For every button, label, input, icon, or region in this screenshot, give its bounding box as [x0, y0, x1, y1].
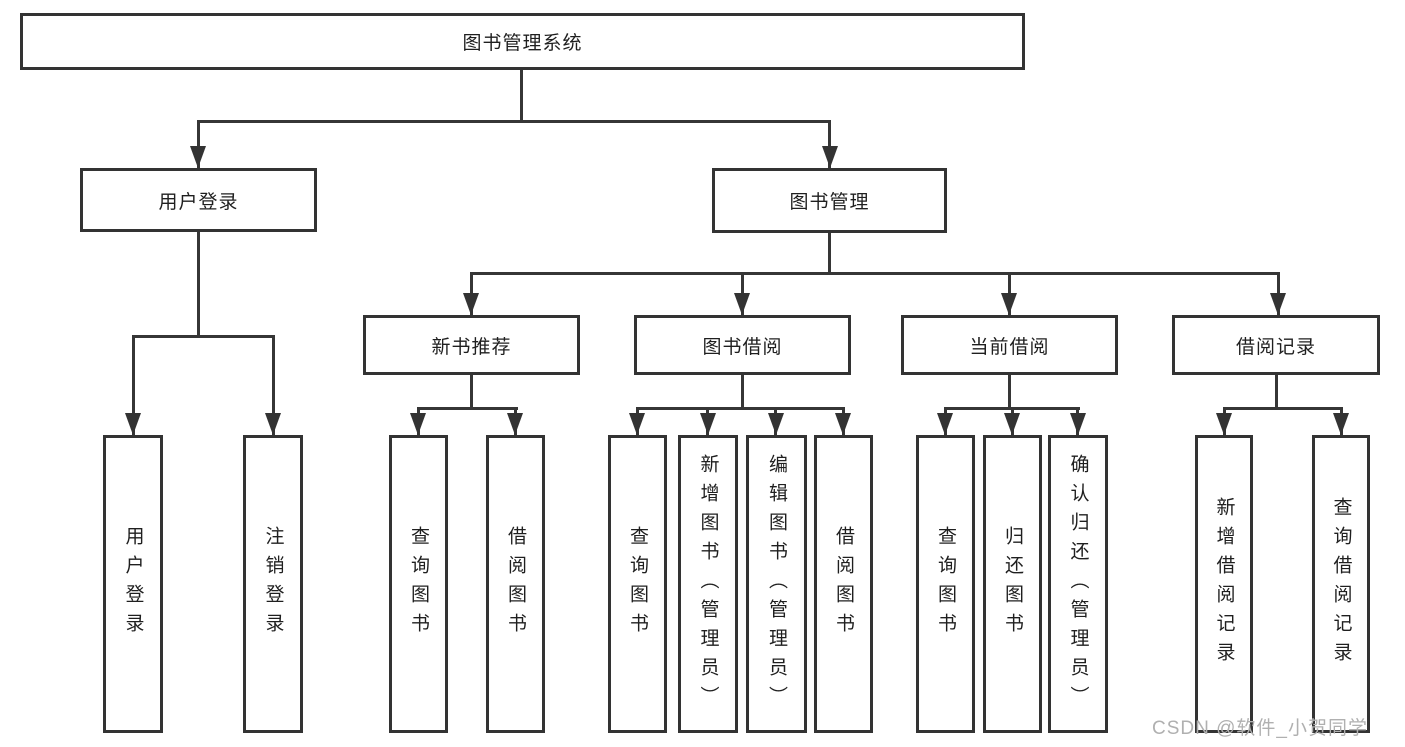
arrowhead-down-icon	[410, 413, 426, 435]
connector-level2-rail	[470, 272, 1280, 275]
arrowhead-down-icon	[125, 413, 141, 435]
node-leaf-query-books-borrow: 查询图书	[608, 435, 667, 733]
node-library-management-system: 图书管理系统	[20, 13, 1025, 70]
node-label: 查询图书	[627, 526, 648, 642]
node-label: 图书管理	[789, 192, 870, 213]
arrowhead-down-icon	[734, 293, 750, 315]
node-leaf-logout: 注销登录	[243, 435, 303, 733]
node-leaf-query-borrow-record: 查询借阅记录	[1312, 435, 1370, 733]
connector-user-login-rail	[132, 335, 275, 338]
connector-new-book-stem	[470, 375, 473, 410]
node-label: 编辑图书（管理员）	[766, 453, 787, 715]
arrowhead-down-icon	[1004, 413, 1020, 435]
connector-new-book-rail	[417, 407, 518, 410]
arrowhead-down-icon	[463, 293, 479, 315]
arrowhead-down-icon	[1333, 413, 1349, 435]
arrowhead-down-icon	[507, 413, 523, 435]
node-label: 借阅记录	[1235, 336, 1316, 358]
node-label: 当前借阅	[969, 336, 1050, 358]
node-label: 查询图书	[935, 526, 956, 642]
node-leaf-user-login: 用户登录	[103, 435, 163, 733]
node-borrowing-records: 借阅记录	[1172, 315, 1380, 375]
arrowhead-down-icon	[190, 146, 206, 168]
connector-drop-leaf-user-login	[132, 335, 135, 435]
node-label: 图书管理系统	[462, 33, 583, 54]
connector-level1-rail	[197, 120, 831, 123]
node-leaf-borrow-books-recommend: 借阅图书	[486, 435, 545, 733]
node-current-borrowing: 当前借阅	[901, 315, 1118, 375]
arrowhead-down-icon	[1270, 293, 1286, 315]
node-leaf-return-books: 归还图书	[983, 435, 1042, 733]
arrowhead-down-icon	[937, 413, 953, 435]
node-label: 新增图书（管理员）	[697, 453, 719, 715]
arrowhead-down-icon	[1001, 293, 1017, 315]
node-leaf-confirm-return-admin: 确认归还（管理员）	[1048, 435, 1108, 733]
arrowhead-down-icon	[768, 413, 784, 435]
node-leaf-add-books-admin: 新增图书（管理员）	[678, 435, 738, 733]
node-label: 图书借阅	[702, 336, 783, 358]
connector-borrow-records-stem	[1275, 375, 1278, 410]
connector-book-borrow-rail	[636, 407, 845, 410]
arrowhead-down-icon	[700, 413, 716, 435]
node-user-login: 用户登录	[80, 168, 317, 232]
node-label: 归还图书	[1002, 526, 1023, 642]
connector-borrow-records-rail	[1223, 407, 1342, 410]
arrowhead-down-icon	[629, 413, 645, 435]
node-new-book-recommend: 新书推荐	[363, 315, 580, 375]
connector-drop-book-management	[828, 120, 831, 168]
node-label: 确认归还（管理员）	[1067, 453, 1089, 715]
arrowhead-down-icon	[265, 413, 281, 435]
arrowhead-down-icon	[822, 146, 838, 168]
node-label: 用户登录	[122, 526, 144, 642]
node-leaf-query-books-current: 查询图书	[916, 435, 975, 733]
node-book-management: 图书管理	[712, 168, 947, 233]
connector-drop-user-login	[197, 120, 200, 168]
csdn-watermark: CSDN @软件_小贺同学	[1152, 718, 1368, 739]
node-leaf-edit-books-admin: 编辑图书（管理员）	[746, 435, 807, 733]
connector-drop-leaf-logout	[272, 335, 275, 435]
connector-current-borrow-stem	[1008, 375, 1011, 410]
node-label: 新增借阅记录	[1213, 497, 1235, 671]
node-label: 注销登录	[262, 526, 284, 642]
node-leaf-add-borrow-record: 新增借阅记录	[1195, 435, 1253, 733]
node-label: 新书推荐	[431, 336, 512, 358]
connector-root-stem	[520, 70, 523, 123]
connector-user-login-stem	[197, 232, 200, 338]
node-label: 借阅图书	[833, 526, 854, 642]
arrowhead-down-icon	[835, 413, 851, 435]
node-label: 查询借阅记录	[1330, 497, 1352, 671]
node-leaf-query-books-recommend: 查询图书	[389, 435, 448, 733]
connector-book-borrow-stem	[741, 375, 744, 410]
arrowhead-down-icon	[1070, 413, 1086, 435]
node-label: 用户登录	[158, 191, 239, 213]
node-book-borrowing: 图书借阅	[634, 315, 851, 375]
node-leaf-borrow-books: 借阅图书	[814, 435, 873, 733]
node-label: 查询图书	[408, 526, 429, 642]
node-label: 借阅图书	[505, 526, 526, 642]
connector-book-management-stem	[828, 233, 831, 275]
arrowhead-down-icon	[1216, 413, 1232, 435]
